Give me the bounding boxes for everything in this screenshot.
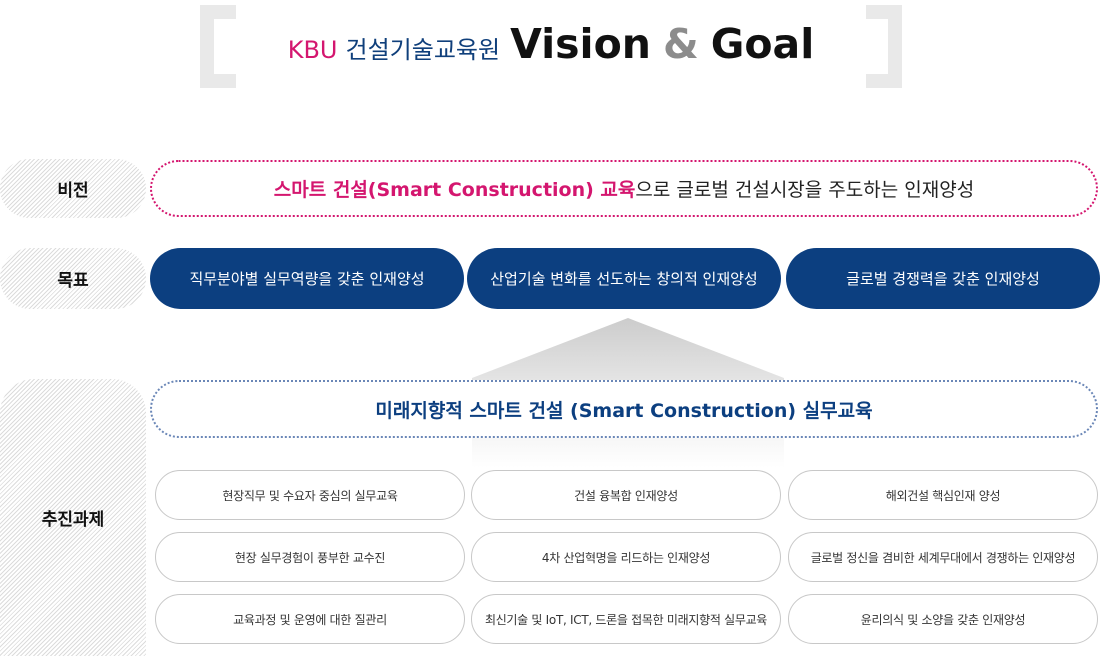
row-label-goal: 목표	[0, 248, 146, 309]
row-label-tasks-text: 추진과제	[41, 510, 105, 530]
task-pill: 현장 실무경험이 풍부한 교수진	[155, 532, 465, 582]
title-goal: Goal	[710, 20, 815, 68]
title-org: 건설기술교육원	[345, 36, 501, 64]
vision-accent-text: 스마트 건설(Smart Construction) 교육	[273, 179, 636, 201]
vision-rest-text: 으로 글로벌 건설시장을 주도하는 인재양성	[635, 179, 975, 201]
task-pill: 교육과정 및 운영에 대한 질관리	[155, 594, 465, 644]
task-pill: 글로벌 정신을 겸비한 세계무대에서 경쟁하는 인재양성	[788, 532, 1098, 582]
goal-pill-3: 글로벌 경쟁력을 갖춘 인재양성	[786, 248, 1100, 309]
task-pill: 최신기술 및 IoT, ICT, 드론을 접목한 미래지향적 실무교육	[471, 594, 781, 644]
row-label-goal-text: 목표	[57, 271, 89, 291]
task-pill: 현장직무 및 수요자 중심의 실무교육	[155, 470, 465, 520]
row-label-vision: 비전	[0, 159, 146, 218]
task-pill: 건설 융복합 인재양성	[471, 470, 781, 520]
title-bracket-right	[866, 5, 902, 88]
title-bracket-left	[200, 5, 236, 88]
row-label-tasks: 추진과제	[0, 379, 146, 656]
task-pill: 4차 산업혁명을 리드하는 인재양성	[471, 532, 781, 582]
goal-pill-2: 산업기술 변화를 선도하는 창의적 인재양성	[467, 248, 781, 309]
goal-pill-1: 직무분야별 실무역량을 갖춘 인재양성	[150, 248, 464, 309]
strategy-statement: 미래지향적 스마트 건설 (Smart Construction) 실무교육	[150, 380, 1098, 438]
task-pill: 윤리의식 및 소양을 갖춘 인재양성	[788, 594, 1098, 644]
title-vision: Vision	[510, 20, 651, 68]
row-label-vision-text: 비전	[57, 181, 89, 201]
task-pill: 해외건설 핵심인재 양성	[788, 470, 1098, 520]
title-amp: &	[662, 20, 699, 68]
title-kbu: KBU	[287, 36, 338, 64]
